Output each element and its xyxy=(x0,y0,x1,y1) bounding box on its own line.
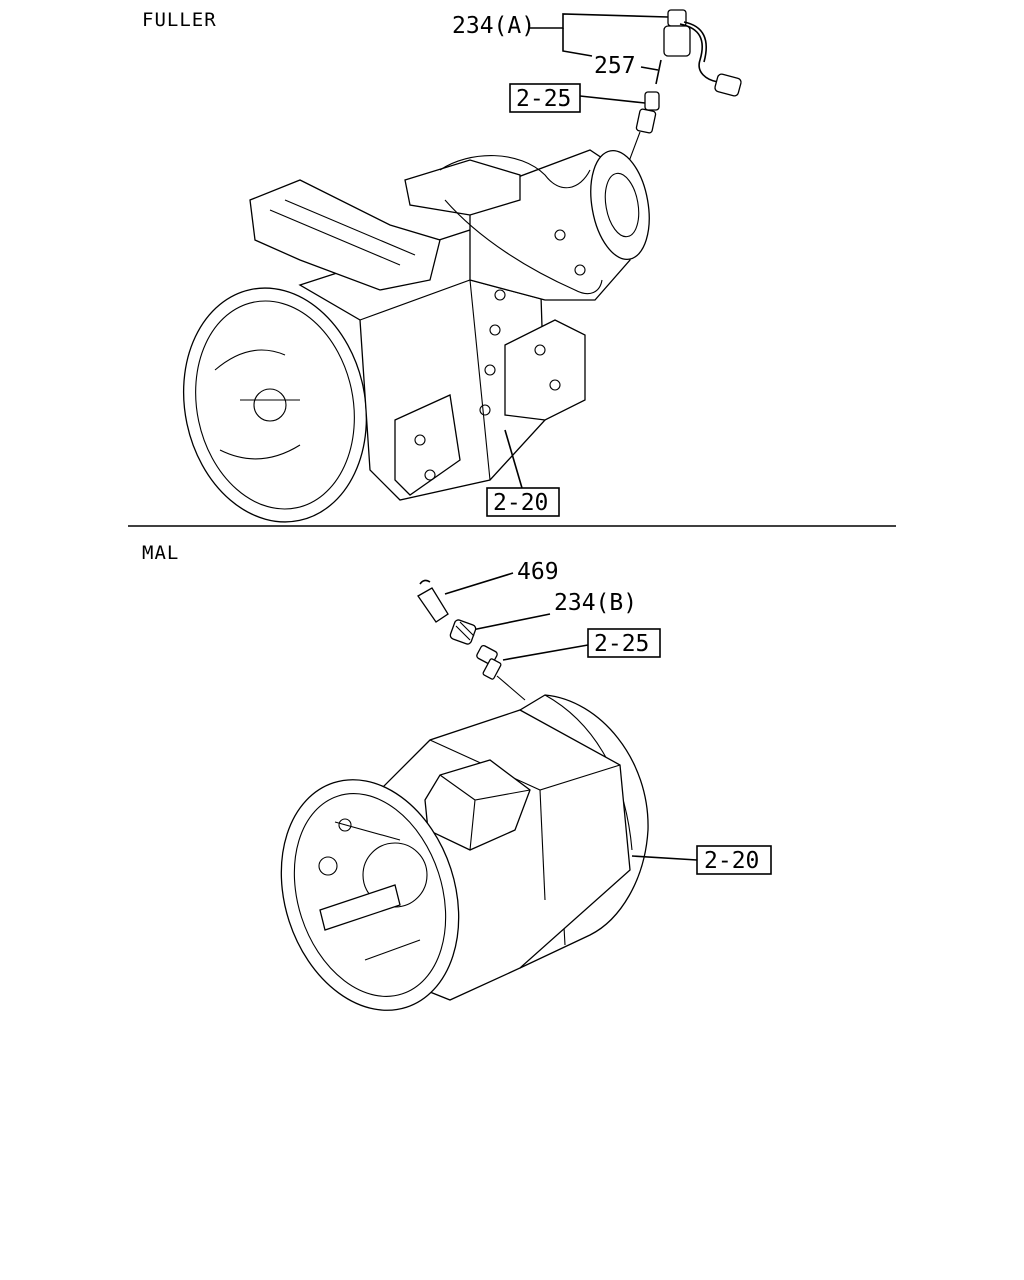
plug-b-thread xyxy=(482,658,502,680)
bolt xyxy=(554,229,566,241)
ref-2-20-mal: 2-20 xyxy=(704,848,759,874)
bolt xyxy=(574,264,586,276)
front-cover xyxy=(394,394,461,496)
clip-hook xyxy=(419,579,431,585)
sensor-wire-2 xyxy=(683,21,708,63)
bell-hole xyxy=(318,856,338,876)
leader-234a-branch xyxy=(562,28,593,57)
rear-case-edge xyxy=(544,694,633,851)
sensor-head xyxy=(667,9,687,27)
leader-2-20-mal xyxy=(631,855,698,861)
sensor-plug xyxy=(635,91,660,134)
leader-2-25-mal xyxy=(502,644,589,661)
clip-body xyxy=(417,587,449,623)
bolt xyxy=(494,289,506,301)
bell-housing-inner xyxy=(195,300,355,510)
sensor-b-body xyxy=(449,619,477,645)
leader-257 xyxy=(640,66,659,71)
bell-housing-rim xyxy=(182,287,368,523)
leader-234a xyxy=(530,13,669,29)
fuller-section: FULLER 234(A) 257 2-25 xyxy=(142,9,742,523)
bolt xyxy=(414,434,426,446)
input-shaft xyxy=(319,884,401,931)
plug-thread xyxy=(635,108,657,134)
mal-case-split xyxy=(539,789,546,901)
top-cover-edges xyxy=(439,774,531,851)
retaining-clip-469 xyxy=(417,579,449,623)
output-yoke xyxy=(604,172,640,238)
leader-2-25 xyxy=(579,95,646,104)
shift-tower xyxy=(249,179,441,291)
callout-257[interactable]: 257 xyxy=(594,53,636,79)
leader-2-20-fuller xyxy=(504,429,523,489)
air-line-1 xyxy=(439,155,591,189)
air-line-2 xyxy=(444,199,603,295)
bell-housing-ribs xyxy=(214,349,301,460)
sensor-b-thread xyxy=(455,621,475,641)
speed-sensor-234b xyxy=(449,619,477,645)
bolt xyxy=(489,324,501,336)
bolt xyxy=(424,469,436,481)
mal-transmission xyxy=(280,694,649,1011)
shift-rails xyxy=(269,199,416,266)
leader-234b xyxy=(471,613,551,631)
input-shaft xyxy=(253,388,287,422)
air-valve-block xyxy=(404,159,521,216)
leader-469 xyxy=(444,572,514,595)
ref-2-20-fuller: 2-20 xyxy=(493,490,548,516)
bolt xyxy=(484,364,496,376)
ref-box-bottom[interactable] xyxy=(486,487,560,517)
plug-head xyxy=(644,91,660,111)
callout-469[interactable]: 469 xyxy=(517,559,559,585)
mal-bell-inner xyxy=(293,793,447,997)
plug-b-axis-line xyxy=(496,675,526,701)
bolt xyxy=(479,404,491,416)
sensor-body xyxy=(663,25,691,57)
sensor-plug-b xyxy=(476,645,502,680)
callout-234b[interactable]: 234(B) xyxy=(554,590,637,616)
fuller-title: FULLER xyxy=(142,9,217,31)
fuller-transmission xyxy=(182,149,650,523)
callout-234a[interactable]: 234(A) xyxy=(452,13,535,39)
bell-hole xyxy=(338,818,352,832)
bell-ribs xyxy=(334,821,421,961)
ref-2-25-fuller: 2-25 xyxy=(516,86,571,112)
mal-section: MAL 469 234(B) 2-25 xyxy=(142,542,772,1011)
case-split-line xyxy=(469,279,491,481)
ref-box-bottom[interactable] xyxy=(696,845,772,875)
ref-2-25-mal: 2-25 xyxy=(594,631,649,657)
side-cover xyxy=(504,319,586,421)
bolt xyxy=(549,379,561,391)
pin-257 xyxy=(655,59,662,85)
ref-box-top[interactable] xyxy=(587,628,661,658)
ref-box-top[interactable] xyxy=(509,83,581,113)
speed-sensor-234a xyxy=(663,9,742,97)
bolt xyxy=(534,344,546,356)
sensor-wire xyxy=(679,23,719,83)
mal-title: MAL xyxy=(142,542,179,564)
wire-connector xyxy=(714,73,742,97)
